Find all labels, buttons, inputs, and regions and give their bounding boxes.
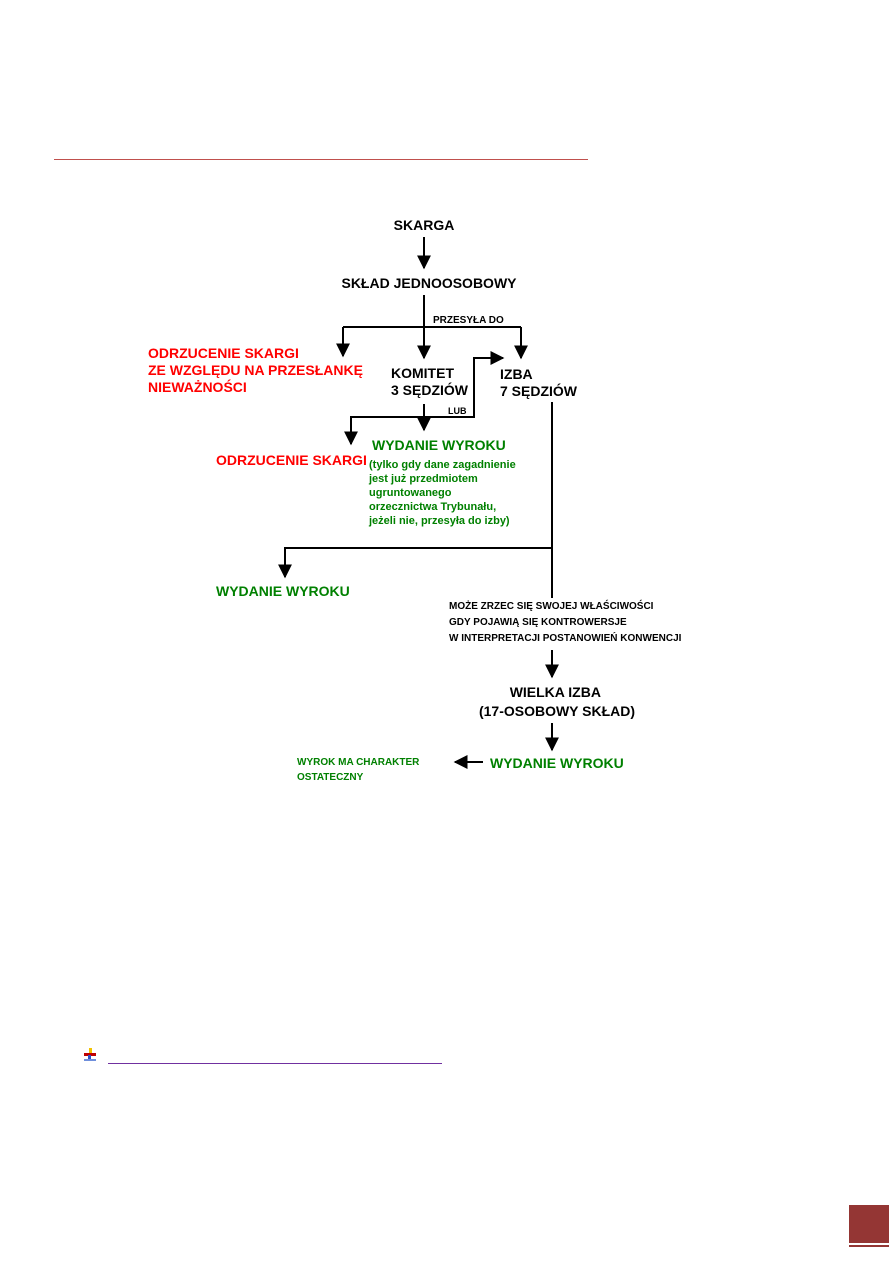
- arrow-komitet-lub-to-izba: [424, 351, 505, 418]
- node-odrzucenie-skargi: ODRZUCENIE SKARGI: [216, 452, 367, 468]
- node-wielka-izba: WIELKA IZBA (17-OSOBOWY SKŁAD): [479, 684, 635, 719]
- node-komitet: KOMITET 3 SĘDZIÓW: [391, 365, 469, 398]
- node-odrzucenie-niewaznosc-line2: ZE WZGLĘDU NA PRZESŁANKĘ: [148, 362, 363, 378]
- flowchart-connectors: [278, 237, 559, 769]
- node-wielka-izba-line1: WIELKA IZBA: [510, 684, 601, 700]
- zrzeczenie-note-line3: W INTERPRETACJI POSTANOWIEŃ KONWENCJI: [449, 631, 682, 644]
- node-odrzucenie-niewaznosc: ODRZUCENIE SKARGI ZE WZGLĘDU NA PRZESŁAN…: [148, 345, 367, 395]
- node-wyrok-ostateczny-line1: WYROK MA CHARAKTER: [297, 757, 420, 768]
- node-komitet-line1: KOMITET: [391, 365, 454, 381]
- node-wyrok-ostateczny: WYROK MA CHARAKTER OSTATECZNY: [297, 757, 422, 783]
- node-odrzucenie-niewaznosc-line3: NIEWAŻNOŚCI: [148, 378, 247, 395]
- bottom-link-underline[interactable]: [108, 1063, 442, 1064]
- komitet-note-line1: (tylko gdy dane zagadnienie: [369, 459, 516, 471]
- header-rule: [54, 159, 588, 160]
- node-sklad-jednoosobowy: SKŁAD JEDNOOSOBOWY: [341, 275, 517, 291]
- node-wydanie-wyroku-wielka: WYDANIE WYROKU: [490, 755, 624, 771]
- node-wielka-izba-line2: (17-OSOBOWY SKŁAD): [479, 703, 635, 719]
- node-odrzucenie-niewaznosc-line1: ODRZUCENIE SKARGI: [148, 345, 299, 361]
- label-przesyla-do: PRZESYŁA DO: [433, 315, 504, 326]
- komitet-note-line2: jest już przedmiotem: [368, 473, 478, 485]
- label-lub: LUB: [448, 406, 467, 416]
- node-komitet-line2: 3 SĘDZIÓW: [391, 381, 469, 398]
- zrzeczenie-note: MOŻE ZRZEC SIĘ SWOJEJ WŁAŚCIWOŚCI GDY PO…: [449, 599, 682, 644]
- node-izba-line1: IZBA: [500, 366, 533, 382]
- komitet-note-line5: jeżeli nie, przesyła do izby): [368, 515, 510, 527]
- node-wydanie-wyroku-komitet: WYDANIE WYROKU: [372, 437, 506, 453]
- node-izba-line2: 7 SĘDZIÓW: [500, 382, 578, 399]
- page-number-underline: [849, 1245, 889, 1247]
- node-wyrok-ostateczny-line2: OSTATECZNY: [297, 772, 364, 783]
- komitet-note: (tylko gdy dane zagadnienie jest już prz…: [368, 459, 519, 527]
- node-skarga: SKARGA: [394, 217, 455, 233]
- node-wydanie-wyroku-izba: WYDANIE WYROKU: [216, 583, 350, 599]
- komitet-note-line3: ugruntowanego: [369, 487, 452, 499]
- node-izba: IZBA 7 SĘDZIÓW: [500, 366, 578, 399]
- zrzeczenie-note-line1: MOŻE ZRZEC SIĘ SWOJEJ WŁAŚCIWOŚCI: [449, 599, 654, 612]
- pushpin-bullet-icon: [84, 1048, 96, 1061]
- page-number-box: [849, 1205, 889, 1243]
- arrow-izba-to-wydanie: [278, 547, 552, 579]
- zrzeczenie-note-line2: GDY POJAWIĄ SIĘ KONTROWERSJE: [449, 617, 627, 628]
- bottom-bullet-link[interactable]: [82, 1047, 452, 1067]
- komitet-note-line4: orzecznictwa Trybunału,: [369, 501, 496, 513]
- arrow-komitet-to-odrzucenie: [344, 416, 424, 446]
